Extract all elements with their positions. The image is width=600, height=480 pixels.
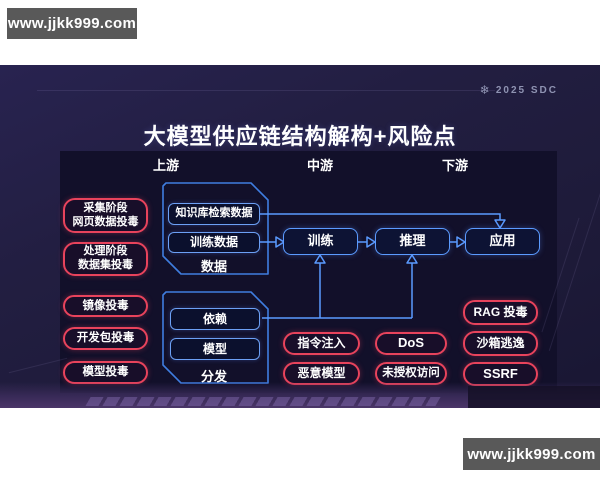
- risk-rag-poisoning: RAG 投毒: [463, 300, 538, 325]
- slide-canvas: ❄ 2025 SDC 大模型供应链结构解构+风险点 上游 中游 下游: [0, 65, 600, 408]
- risk-package-poisoning: 开发包投毒: [63, 327, 148, 350]
- snowflake-icon: ❄: [479, 83, 490, 97]
- risk-model-poisoning: 模型投毒: [63, 361, 148, 384]
- column-header-downstream: 下游: [441, 158, 468, 173]
- data-group-label: 数据: [200, 259, 227, 274]
- distribution-group-label: 分发: [200, 369, 227, 384]
- risk-prompt-injection: 指令注入: [283, 332, 360, 355]
- risk-malicious-model: 恶意模型: [283, 362, 360, 385]
- conference-logo-text: 2025 SDC: [495, 84, 558, 96]
- watermark-bottom: www.jjkk999.com: [463, 438, 600, 470]
- conference-logo: ❄ 2025 SDC: [480, 83, 558, 97]
- risk-sandbox-escape: 沙箱逃逸: [463, 331, 538, 356]
- circuit-dark-block: [468, 386, 600, 408]
- node-inference: 推理: [375, 228, 450, 255]
- circuit-decoration: [0, 382, 600, 408]
- node-application: 应用: [465, 228, 540, 255]
- risk-process-dataset-poisoning: 处理阶段 数据集投毒: [63, 242, 148, 276]
- column-header-midstream: 中游: [306, 158, 333, 173]
- circuit-trace: [8, 357, 68, 374]
- keyboard-decoration: [85, 397, 441, 406]
- page-title: 大模型供应链结构解构+风险点: [143, 124, 457, 149]
- node-model: 模型: [170, 338, 260, 360]
- node-training: 训练: [283, 228, 358, 255]
- node-dependency: 依赖: [170, 308, 260, 330]
- node-training-data: 训练数据: [168, 232, 260, 253]
- decor-top-line: [37, 90, 495, 91]
- risk-image-poisoning: 镜像投毒: [63, 295, 148, 317]
- node-knowledge-retrieval-data: 知识库检索数据: [168, 203, 260, 225]
- risk-collect-webdata-poisoning: 采集阶段 网页数据投毒: [63, 198, 148, 233]
- column-header-upstream: 上游: [152, 158, 179, 173]
- risk-dos: DoS: [375, 332, 447, 355]
- watermark-top: www.jjkk999.com: [7, 8, 137, 39]
